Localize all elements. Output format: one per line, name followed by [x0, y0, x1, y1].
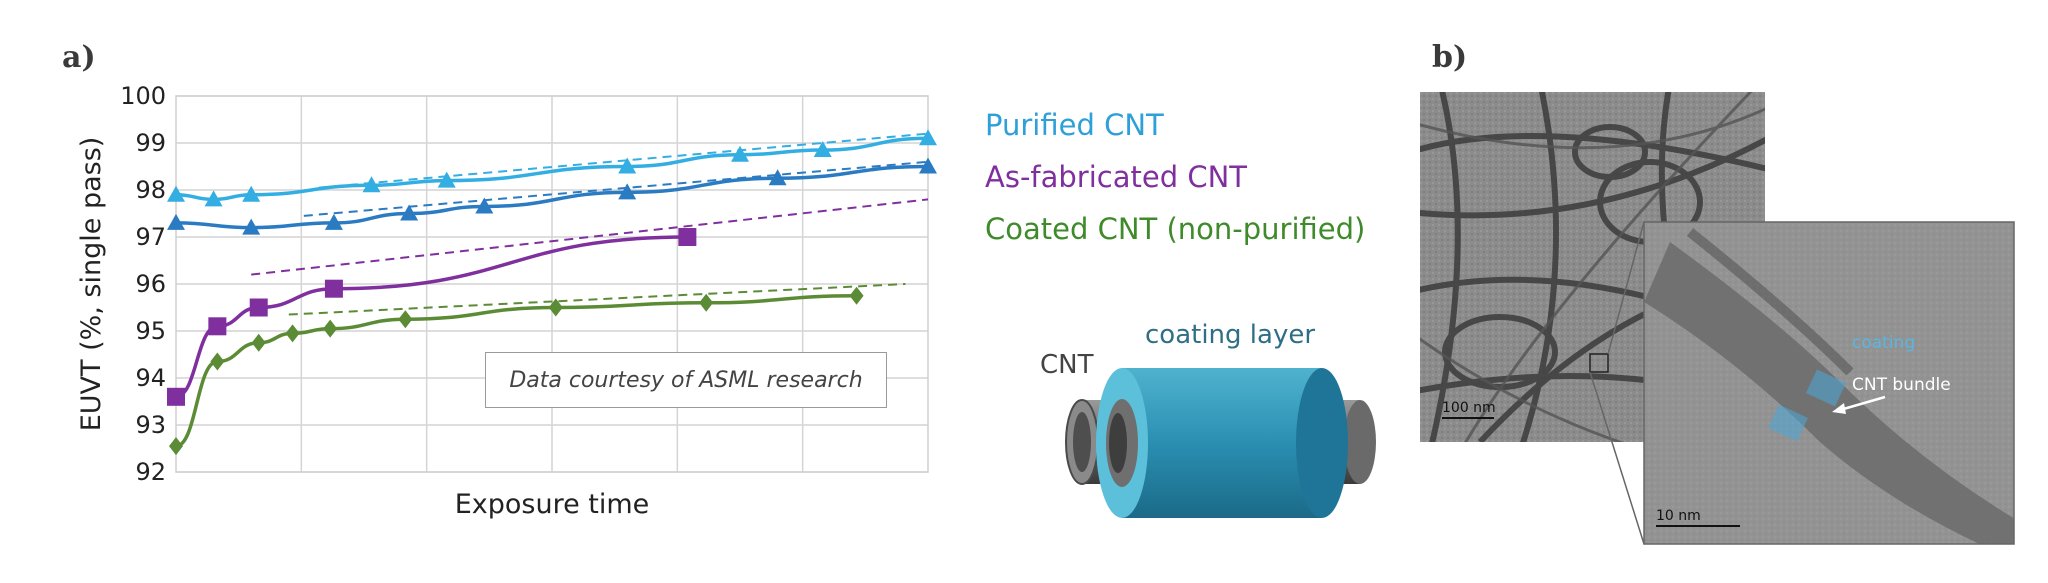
zoom-connector-left	[1589, 371, 1645, 545]
diamond-marker	[699, 293, 714, 312]
triangle-marker	[919, 157, 937, 174]
coating-annotation: coating	[1852, 333, 1915, 353]
y-tick-label: 92	[135, 458, 166, 486]
inset-scale-label: 10 nm	[1656, 508, 1701, 524]
y-tick-label: 99	[135, 129, 166, 157]
coating-layer-label: coating layer	[1145, 320, 1316, 350]
trend-line-0	[318, 132, 929, 189]
triangle-marker	[618, 157, 637, 174]
x-axis-title: Exposure time	[455, 489, 650, 520]
triangle-marker	[618, 183, 637, 200]
plot-frame	[175, 95, 929, 473]
square-marker	[324, 279, 343, 298]
trend-line-3	[288, 283, 906, 316]
legend-asfab: As-fabricated CNT	[985, 160, 1247, 194]
series-line-2	[175, 235, 688, 399]
zoom-region-box	[1589, 353, 1609, 373]
zoom-connector-top	[1607, 221, 1645, 355]
diamond-marker	[849, 286, 864, 305]
coating-cylinder-right-end	[1296, 368, 1348, 518]
y-tick-label: 96	[135, 270, 166, 298]
cnt-coating-illustration	[1065, 368, 1376, 518]
data-courtesy-text: Data courtesy of ASML research	[509, 367, 863, 393]
inset-frame	[1643, 221, 2015, 545]
y-tick-label: 98	[135, 176, 166, 204]
diamond-marker	[548, 298, 563, 317]
diamond-marker	[251, 333, 266, 352]
series-markers	[167, 129, 937, 456]
trend-lines	[251, 132, 929, 316]
chart-grid	[176, 95, 928, 473]
y-tick-label: 97	[135, 223, 166, 251]
triangle-marker	[242, 218, 261, 235]
triangle-marker	[768, 169, 787, 186]
square-marker	[249, 298, 268, 317]
coating-cylinder	[1122, 368, 1322, 518]
cnt-illustration-label: CNT	[1040, 350, 1094, 380]
coating-highlight-lower	[1768, 404, 1808, 442]
triangle-marker	[731, 145, 749, 162]
series-line-0	[175, 136, 929, 202]
cnt-bundle-annotation: CNT bundle	[1852, 375, 1951, 395]
cnt-tube-right-end	[1344, 400, 1376, 484]
bundle-arrow-head	[1832, 403, 1846, 414]
panel-a-label: a)	[62, 40, 96, 75]
triangle-marker	[324, 213, 343, 230]
cnt-tube-left-hole	[1073, 412, 1091, 472]
y-tick-labels: 92 93 94 95 96 97 98 99 100	[120, 82, 166, 486]
panel-b-label: b)	[1432, 40, 1468, 75]
triangle-marker	[362, 176, 381, 193]
diamond-marker	[285, 324, 300, 343]
coating-inner-hole	[1109, 413, 1127, 473]
y-tick-label: 94	[135, 364, 166, 392]
square-marker	[678, 228, 697, 246]
triangle-marker	[167, 185, 185, 202]
diamond-marker	[398, 310, 413, 329]
legend-coated: Coated CNT (non-purified)	[985, 212, 1366, 246]
main-scale-label: 100 nm	[1442, 400, 1496, 416]
triangle-marker	[400, 204, 419, 221]
diamond-marker	[169, 437, 183, 456]
tem-micrograph: 100 nm coating CNT bundle 10 nm	[1420, 92, 2015, 545]
diamond-marker	[210, 352, 225, 371]
diamond-marker	[323, 319, 338, 338]
triangle-marker	[813, 141, 832, 158]
tem-inset-image	[1644, 222, 2014, 544]
y-axis-title: EUVT (%, single pass)	[76, 137, 107, 432]
triangle-marker	[242, 185, 261, 202]
triangle-marker	[919, 129, 937, 146]
triangle-marker	[475, 197, 494, 214]
square-marker	[208, 317, 227, 336]
trend-line-1	[303, 160, 929, 217]
trend-line-2	[251, 198, 929, 276]
series-line-3	[175, 294, 857, 448]
y-tick-label: 95	[135, 317, 166, 345]
coating-highlight-upper	[1806, 369, 1846, 407]
triangle-marker	[437, 171, 456, 188]
y-tick-label: 93	[135, 411, 166, 439]
legend-purified: Purified CNT	[985, 108, 1164, 142]
bundle-arrow-line	[1839, 395, 1886, 412]
triangle-marker	[167, 213, 185, 230]
y-tick-label: 100	[120, 82, 166, 110]
data-courtesy-box: Data courtesy of ASML research	[485, 352, 887, 408]
triangle-marker	[204, 190, 223, 207]
square-marker	[167, 387, 185, 406]
